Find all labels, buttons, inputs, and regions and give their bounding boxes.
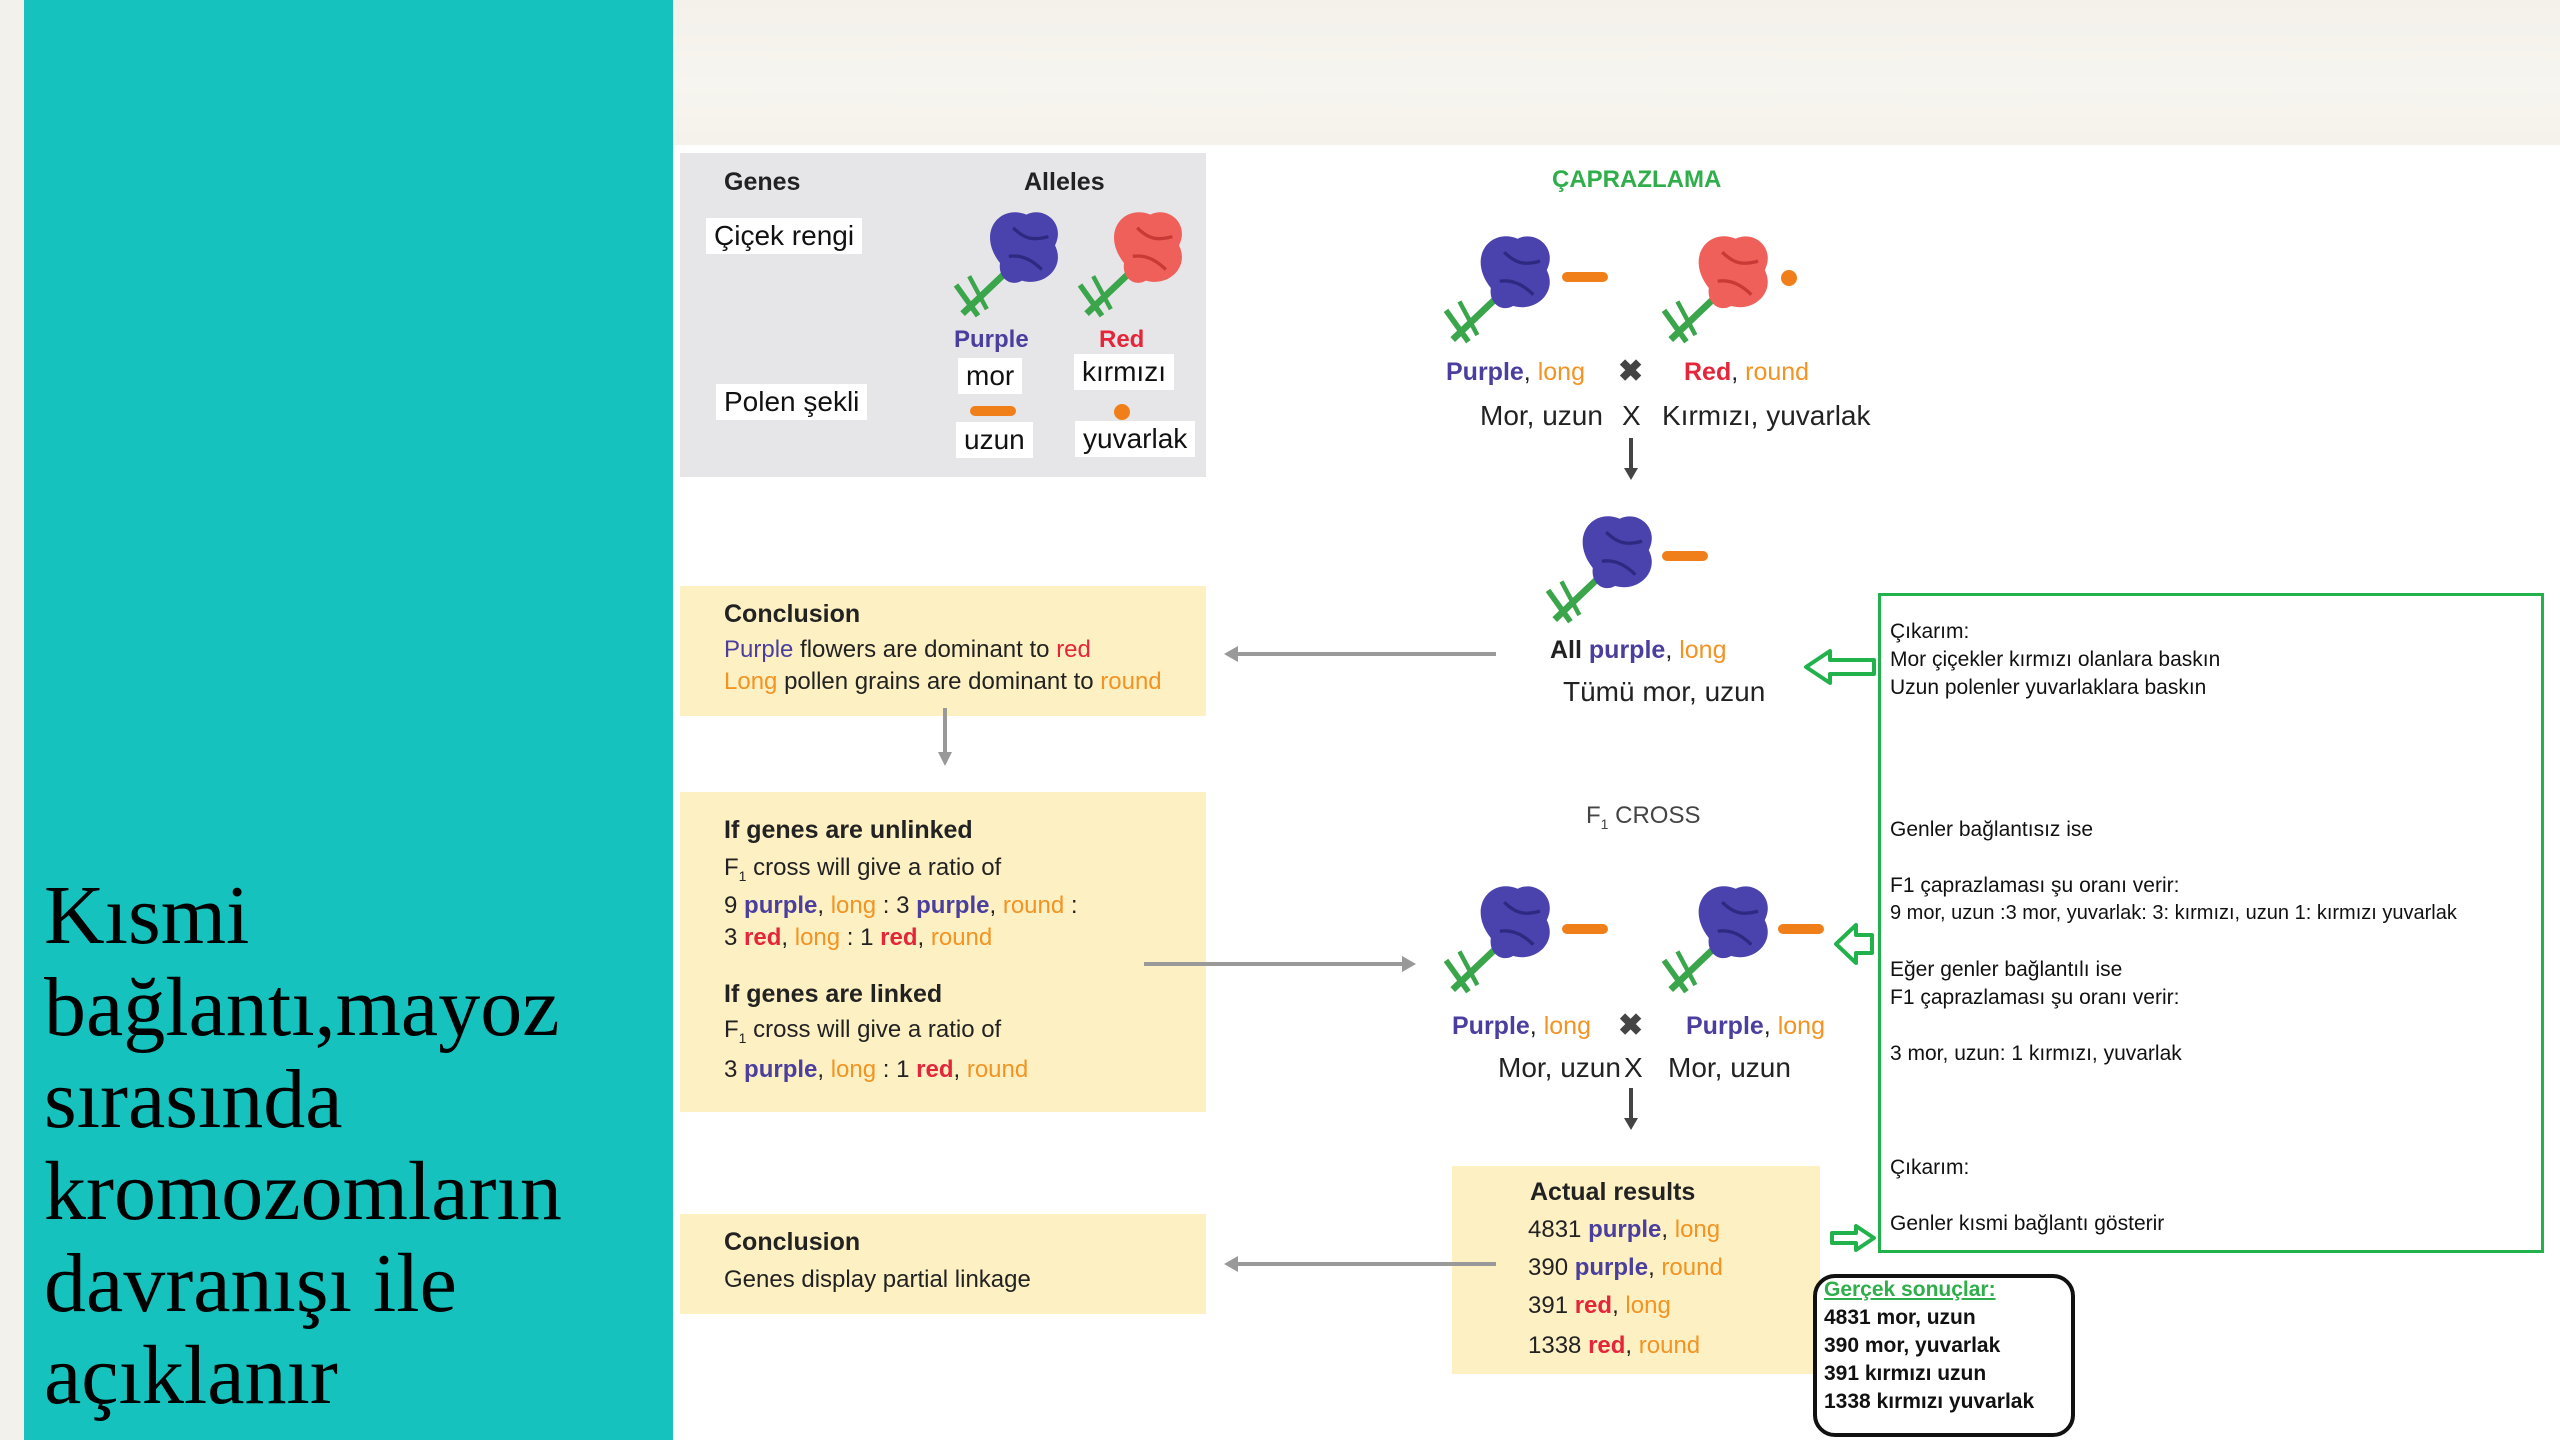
- real-results-row-2: 390 mor, yuvarlak: [1824, 1334, 2001, 1357]
- long-pollen-icon: [970, 406, 1016, 416]
- turkish-notes-box: [1878, 593, 2544, 1253]
- f1-cross-label: F1 CROSS: [1586, 802, 1701, 832]
- notes-line-10: Çıkarım:: [1890, 1156, 1970, 1179]
- title-panel: [24, 0, 673, 1440]
- cross-title: ÇAPRAZLAMA: [1552, 166, 1722, 193]
- conclusion-down-arrow-icon: [938, 708, 952, 766]
- real-results-box: [1813, 1274, 2075, 1437]
- actual-row-4: 1338 red, round: [1528, 1332, 1701, 1359]
- green-arrow-3-icon: [1830, 1224, 1876, 1252]
- notes-line-5: F1 çaprazlaması şu oranı verir:: [1890, 874, 2180, 897]
- slide-title: Kısmi bağlantı,mayoz sırasında kromozoml…: [44, 869, 562, 1422]
- conclusion1-line2: Long pollen grains are dominant to round: [724, 668, 1162, 695]
- genes-header: Genes: [724, 168, 801, 196]
- f1-down-arrow-icon: [1624, 1088, 1638, 1130]
- real-results-title: Gerçek sonuçlar:: [1824, 1278, 1996, 1301]
- f1-cross-symbol-icon: ✖: [1618, 1009, 1644, 1042]
- real-results-row-1: 4831 mor, uzun: [1824, 1306, 1976, 1329]
- notes-line-2: Mor çiçekler kırmızı olanlara baskın: [1890, 648, 2221, 671]
- down-arrow-icon: [1624, 438, 1638, 480]
- allele-red-label: Red: [1099, 326, 1145, 353]
- f1a-label: Purple, long: [1452, 1012, 1591, 1040]
- left-arrow-icon: [1224, 646, 1496, 662]
- f1b-long-pollen-icon: [1778, 924, 1824, 934]
- unlinked-intro: F1 cross will give a ratio of: [724, 854, 1002, 884]
- allele-uzun-label: uzun: [956, 422, 1033, 458]
- round-pollen-icon: [1114, 404, 1130, 420]
- notes-line-3: Uzun polenler yuvarlaklara baskın: [1890, 676, 2207, 699]
- f1b-turkish-label: Mor, uzun: [1668, 1052, 1791, 1083]
- f1a-long-pollen-icon: [1562, 924, 1608, 934]
- notes-line-4: Genler bağlantısız ise: [1890, 818, 2094, 841]
- notes-line-7: Eğer genler bağlantılı ise: [1890, 958, 2123, 981]
- green-arrow-2-icon: [1834, 923, 1874, 965]
- cross-symbol-icon: ✖: [1618, 355, 1644, 388]
- f1b-label: Purple, long: [1686, 1012, 1825, 1040]
- parent-purple-flower-icon: [1446, 232, 1558, 344]
- actual-results-title: Actual results: [1530, 1178, 1696, 1206]
- slide-edge: [0, 0, 24, 1440]
- conclusion1-title: Conclusion: [724, 600, 861, 628]
- gene-flower-color-label: Çiçek rengi: [706, 218, 863, 254]
- actual-row-3: 391 red, long: [1528, 1292, 1671, 1319]
- conclusion2-text: Genes display partial linkage: [724, 1266, 1031, 1293]
- notes-line-9: 3 mor, uzun: 1 kırmızı, yuvarlak: [1890, 1042, 2182, 1065]
- linked-intro: F1 cross will give a ratio of: [724, 1016, 1002, 1046]
- conclusion1-box: [680, 586, 1206, 716]
- notes-line-11: Genler kısmi bağlantı gösterir: [1890, 1212, 2165, 1235]
- conclusion2-title: Conclusion: [724, 1228, 861, 1256]
- parent1-label: Purple, long: [1446, 358, 1585, 386]
- actual-row-2: 390 purple, round: [1528, 1254, 1723, 1281]
- unlinked-ratio-line2: 3 red, long : 1 red, round: [724, 924, 993, 951]
- parent2-label: Red, round: [1684, 358, 1810, 386]
- parent2-turkish-label: Kırmızı, yuvarlak: [1662, 400, 1871, 431]
- linked-title: If genes are linked: [724, 980, 943, 1008]
- f1-label: All purple, long: [1550, 636, 1727, 664]
- allele-yuvarlak-label: yuvarlak: [1075, 421, 1196, 457]
- parent1-turkish-label: Mor, uzun: [1480, 400, 1603, 431]
- alleles-header: Alleles: [1024, 168, 1105, 196]
- f1-cross-x-label: X: [1624, 1052, 1643, 1083]
- allele-mor-label: mor: [958, 358, 1023, 394]
- actual-row-1: 4831 purple, long: [1528, 1216, 1721, 1243]
- parent-round-pollen-icon: [1781, 270, 1797, 286]
- conclusion2-box: [680, 1214, 1206, 1314]
- gene-pollen-shape-label: Polen şekli: [716, 384, 868, 420]
- allele-kirmizi-label: kırmızı: [1074, 354, 1174, 390]
- f1-long-pollen-icon: [1662, 551, 1708, 561]
- notes-line-8: F1 çaprazlaması şu oranı verir:: [1890, 986, 2180, 1009]
- notes-line-1: Çıkarım:: [1890, 620, 1970, 643]
- allele-purple-label: Purple: [954, 326, 1029, 353]
- parent-red-flower-icon: [1664, 232, 1776, 344]
- purple-flower-icon: [956, 208, 1066, 318]
- actual-results-box: [1452, 1166, 1820, 1374]
- paper-texture-strip: [673, 0, 2560, 145]
- hypotheses-box: [680, 792, 1206, 1112]
- f1a-purple-flower-icon: [1446, 882, 1558, 994]
- f1b-purple-flower-icon: [1664, 882, 1776, 994]
- f1a-turkish-label: Mor, uzun: [1498, 1052, 1621, 1083]
- red-flower-icon: [1080, 208, 1190, 318]
- linked-ratio: 3 purple, long : 1 red, round: [724, 1056, 1029, 1083]
- parent-long-pollen-icon: [1562, 272, 1608, 282]
- conclusion1-line1: Purple flowers are dominant to red: [724, 636, 1091, 663]
- notes-line-6: 9 mor, uzun :3 mor, yuvarlak: 3: kırmızı…: [1890, 902, 2457, 924]
- real-results-row-3: 391 kırmızı uzun: [1824, 1362, 1987, 1385]
- real-results-row-4: 1338 kırmızı yuvarlak: [1824, 1390, 2035, 1413]
- unlinked-title: If genes are unlinked: [724, 816, 973, 844]
- cross-x-label: X: [1622, 400, 1641, 431]
- right-arrow-icon: [1144, 956, 1416, 972]
- bottom-left-arrow-icon: [1224, 1256, 1496, 1272]
- unlinked-ratio-line1: 9 purple, long : 3 purple, round :: [724, 892, 1078, 919]
- f1-purple-flower-icon: [1548, 512, 1660, 624]
- green-arrow-1-icon: [1804, 649, 1876, 685]
- f1-turkish-label: Tümü mor, uzun: [1563, 676, 1766, 707]
